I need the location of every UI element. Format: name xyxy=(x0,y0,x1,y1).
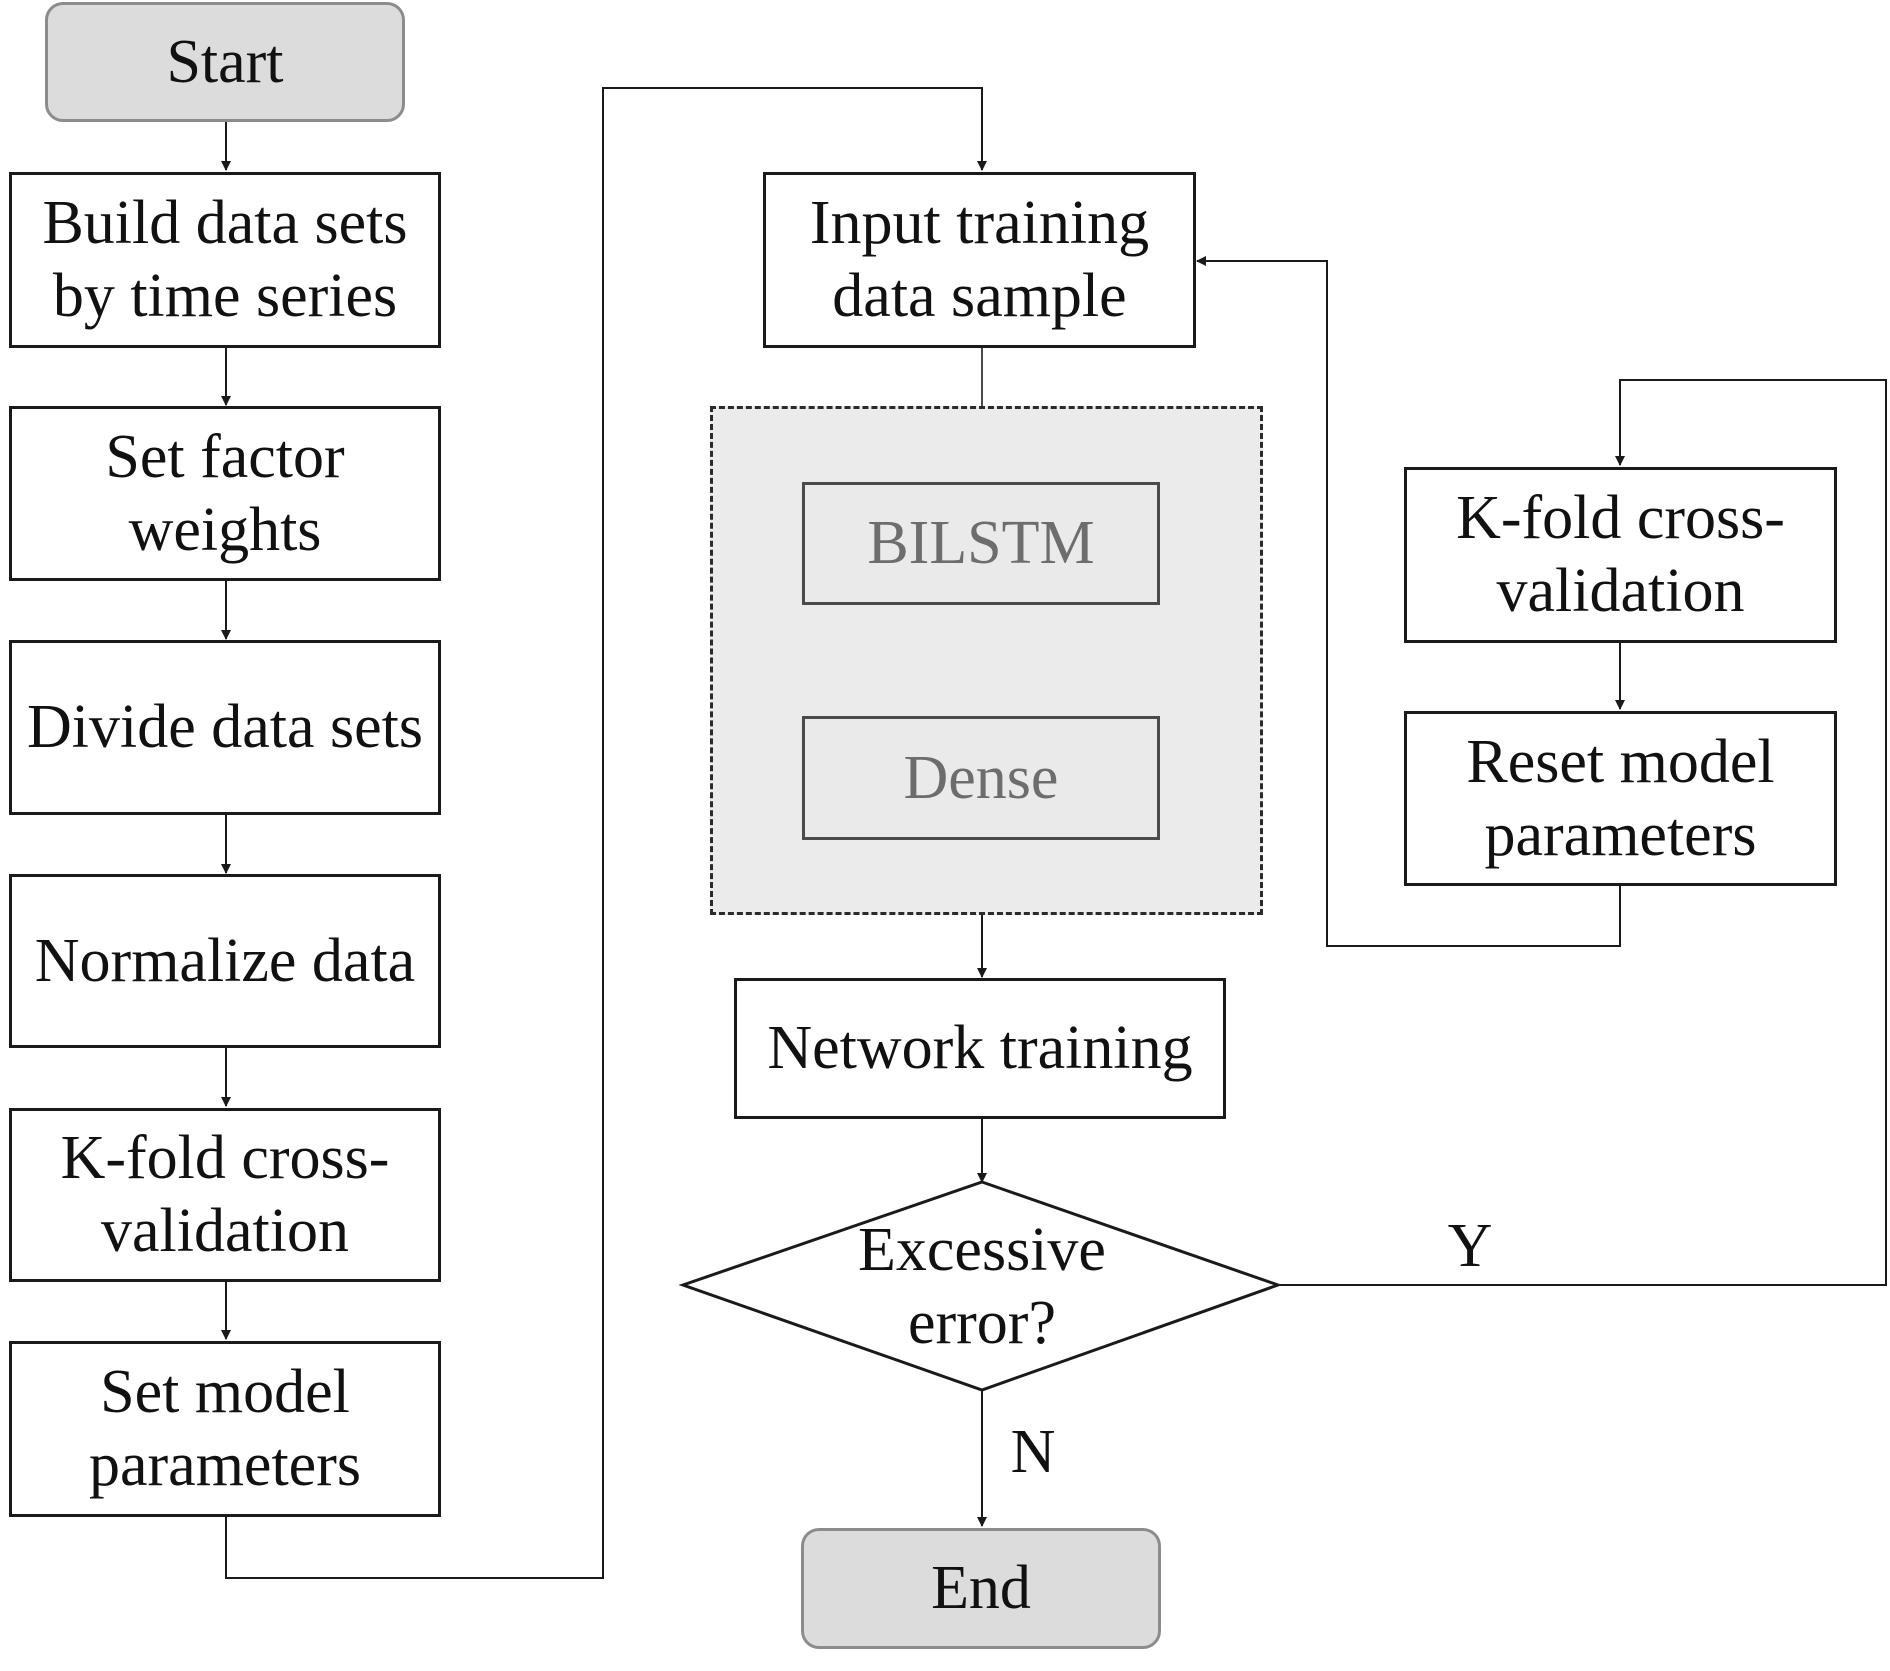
bilstm-node: BILSTM xyxy=(802,482,1160,605)
divide-data-sets-node: Divide data sets xyxy=(9,640,441,815)
network-training-node: Network training xyxy=(734,978,1226,1119)
reset-model-parameters-node: Reset model parameters xyxy=(1404,711,1837,886)
connector-yes-to-kfold xyxy=(1278,379,1887,1286)
kfold-right-node: K-fold cross-validation xyxy=(1404,467,1837,643)
set-factor-weights-node: Set factor weights xyxy=(9,406,441,581)
kfold-left-node: K-fold cross-validation xyxy=(9,1108,441,1282)
connector-reset-to-input xyxy=(1196,256,1621,947)
decision-label: Excessive error? xyxy=(858,1216,1106,1357)
start-node: Start xyxy=(45,2,405,122)
normalize-data-node: Normalize data xyxy=(9,874,441,1048)
input-training-node: Input training data sample xyxy=(763,172,1196,348)
end-node: End xyxy=(801,1528,1161,1649)
no-label: N xyxy=(1010,1418,1056,1486)
set-model-parameters-node: Set model parameters xyxy=(9,1341,441,1517)
build-data-sets-node: Build data sets by time series xyxy=(9,172,441,348)
connector-setparams-to-input xyxy=(225,87,987,1579)
yes-label: Y xyxy=(1447,1212,1493,1280)
decision-diamond xyxy=(678,1180,1283,1392)
dense-node: Dense xyxy=(802,716,1160,840)
